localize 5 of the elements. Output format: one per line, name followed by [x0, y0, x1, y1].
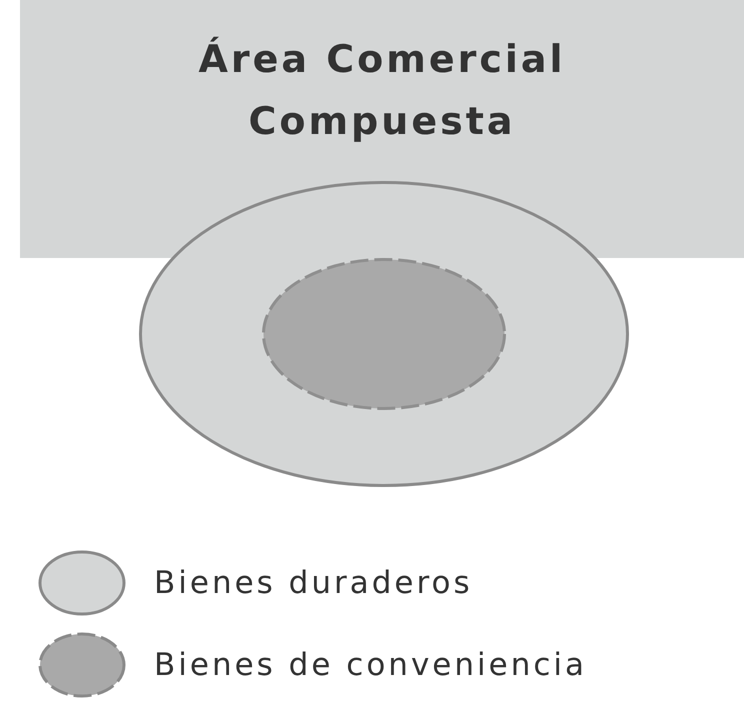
legend-label: Bienes duraderos: [154, 565, 473, 601]
title-text: Área Comercial Compuesta: [197, 36, 567, 145]
ellipse-shape: [139, 181, 629, 487]
ellipse-shape: [262, 258, 506, 410]
legend-label: Bienes de conveniencia: [154, 647, 587, 683]
